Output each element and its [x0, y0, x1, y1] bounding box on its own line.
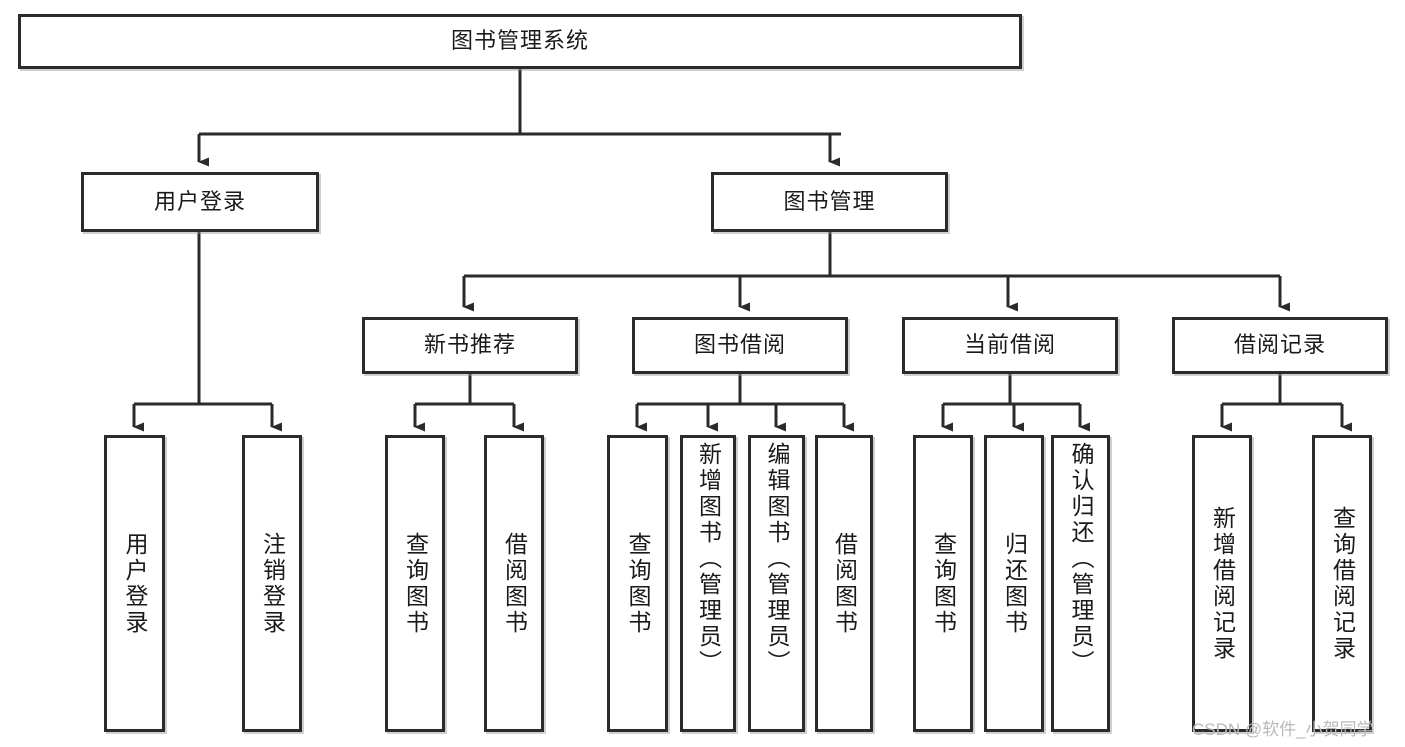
node-leaf-logout[interactable]: 注销登录	[242, 435, 302, 732]
node-leaf-edit-book[interactable]: 编辑图书（管理员）	[748, 435, 805, 732]
node-leaf-query-book-1-label: 查询图书	[402, 531, 429, 636]
node-leaf-return-book-label: 归还图书	[1001, 531, 1028, 636]
node-borrow-record[interactable]: 借阅记录	[1172, 317, 1388, 374]
node-leaf-borrow-book-1[interactable]: 借阅图书	[484, 435, 544, 732]
node-leaf-borrow-book-1-label: 借阅图书	[501, 531, 528, 636]
node-current-borrow-label: 当前借阅	[963, 332, 1056, 358]
csdn-watermark: CSDN @软件_小贺同学	[1192, 720, 1374, 739]
node-user-login-label: 用户登录	[153, 188, 246, 214]
node-leaf-query-book-3-label: 查询图书	[930, 531, 957, 636]
node-leaf-confirm-return[interactable]: 确认归还（管理员）	[1051, 435, 1110, 732]
node-leaf-query-record-label: 查询借阅记录	[1329, 505, 1356, 662]
node-leaf-add-record[interactable]: 新增借阅记录	[1192, 435, 1252, 732]
node-book-borrow[interactable]: 图书借阅	[632, 317, 848, 374]
node-book-manage-label: 图书管理	[783, 188, 876, 214]
node-leaf-logout-label: 注销登录	[259, 531, 286, 636]
node-leaf-query-book-1[interactable]: 查询图书	[385, 435, 445, 732]
node-book-manage[interactable]: 图书管理	[711, 172, 948, 232]
node-root[interactable]: 图书管理系统	[18, 14, 1022, 69]
node-new-book-recommend[interactable]: 新书推荐	[362, 317, 578, 374]
node-leaf-user-login[interactable]: 用户登录	[104, 435, 165, 732]
node-leaf-user-login-label: 用户登录	[122, 531, 148, 636]
node-leaf-add-record-label: 新增借阅记录	[1209, 505, 1236, 662]
node-root-label: 图书管理系统	[450, 28, 589, 54]
node-leaf-edit-book-label: 编辑图书（管理员）	[764, 442, 790, 676]
node-leaf-query-book-2-label: 查询图书	[625, 531, 651, 636]
node-current-borrow[interactable]: 当前借阅	[902, 317, 1118, 374]
node-user-login[interactable]: 用户登录	[81, 172, 319, 232]
node-book-borrow-label: 图书借阅	[693, 332, 786, 358]
node-leaf-query-record[interactable]: 查询借阅记录	[1312, 435, 1372, 732]
node-leaf-return-book[interactable]: 归还图书	[984, 435, 1044, 732]
node-leaf-confirm-return-label: 确认归还（管理员）	[1068, 442, 1094, 676]
node-borrow-record-label: 借阅记录	[1233, 332, 1326, 358]
node-leaf-add-book-label: 新增图书（管理员）	[695, 442, 722, 676]
node-leaf-add-book[interactable]: 新增图书（管理员）	[680, 435, 736, 732]
node-leaf-query-book-2[interactable]: 查询图书	[607, 435, 668, 732]
node-leaf-query-book-3[interactable]: 查询图书	[913, 435, 973, 732]
node-leaf-borrow-book-2-label: 借阅图书	[831, 531, 858, 636]
node-leaf-borrow-book-2[interactable]: 借阅图书	[815, 435, 873, 732]
node-new-book-recommend-label: 新书推荐	[423, 332, 516, 358]
